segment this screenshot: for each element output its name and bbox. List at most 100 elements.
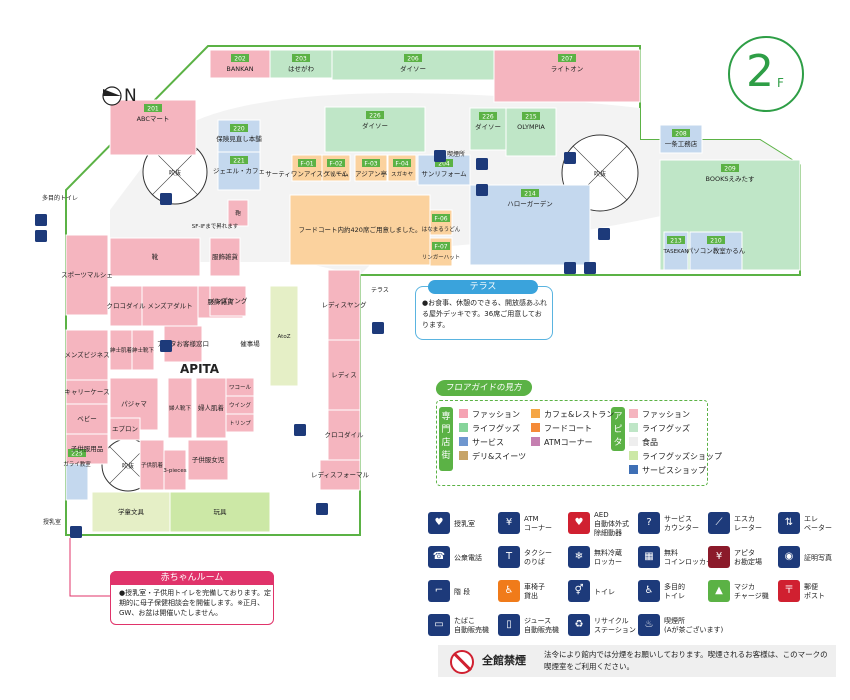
shop-block: [163, 449, 187, 491]
shop-number-badge: [721, 164, 739, 172]
toilet-icon: [476, 158, 488, 170]
locker-icon: [584, 262, 596, 274]
shop-number-badge: [393, 159, 411, 167]
shop-number-badge: [68, 449, 86, 457]
atrium-label: 吹抜: [169, 169, 181, 177]
shop-block: [231, 325, 269, 363]
atrium-label: 吹抜: [594, 170, 606, 178]
shop-name: ダイソー: [475, 122, 501, 131]
shop-number-badge: [327, 159, 345, 167]
shop-name: 一条工務店: [665, 139, 698, 148]
guide-item-label: サービスショップ: [642, 466, 706, 475]
taxi-icon: T: [498, 546, 520, 568]
shop-number: F-03: [364, 161, 377, 168]
area-name: 服飾雑貨: [208, 297, 235, 306]
shop-number-badge: [558, 54, 576, 62]
shop-block: [469, 184, 591, 266]
area-name: ウイング: [229, 401, 252, 409]
area-name: 学童文具: [118, 507, 145, 516]
guide-item-apita: 食品: [629, 437, 658, 448]
guide-item-specialty: カフェ&レストラン: [531, 409, 614, 420]
floor-number: 2: [746, 46, 774, 97]
shop-block: [225, 413, 255, 433]
area-name: 3-pieces: [163, 468, 186, 474]
guide-item-apita: ファッション: [629, 409, 690, 420]
shop-block: [167, 377, 193, 439]
facility-legend-label: 郵便 ポスト: [804, 583, 825, 600]
area-name: ベビー: [77, 414, 97, 423]
area-name: 子供服女児: [192, 455, 225, 464]
shop-number: 207: [561, 56, 573, 63]
shop-number: F-07: [434, 244, 447, 251]
guide-item-label: ATMコーナー: [544, 438, 593, 447]
apita-logo: APITA: [180, 362, 220, 376]
wheelchair-icon: [476, 184, 488, 196]
shop-number-badge: [522, 112, 540, 120]
shop-number-badge: [292, 54, 310, 62]
guide-item-label: カフェ&レストラン: [544, 410, 615, 419]
no-smoking-notice: 全館禁煙 法令により館内では分煙をお願いしております。喫煙されるお客様は、このマ…: [438, 645, 836, 677]
no-smoking-icon: [450, 650, 474, 674]
shop-number-badge: [298, 159, 316, 167]
toilet-icon: ⚥: [568, 580, 590, 602]
shop-block: [209, 237, 241, 277]
area-name: AtoZ: [278, 334, 291, 340]
area-name: 婦人靴下: [169, 404, 192, 412]
nursing-room-icon: [434, 150, 446, 162]
guide-item-label: 食品: [642, 438, 658, 447]
shop-number-badge: [435, 159, 453, 167]
escalator-icon: [564, 262, 576, 274]
facility-legend-label: ジュース 自動販売機: [524, 617, 559, 634]
area-name: トリンプ: [229, 420, 251, 427]
area-name: メンズビジネス: [64, 350, 109, 359]
floor-suffix: F: [777, 76, 784, 90]
guide-swatch: [531, 423, 540, 432]
facility-legend-label: 無料 コインロッカー: [664, 549, 713, 566]
postbox-icon: 〒: [778, 580, 800, 602]
area-name: ワコール: [229, 384, 252, 391]
shop-number: 210: [710, 238, 722, 245]
shop-number-badge: [521, 189, 539, 197]
guide-item-specialty: デリ&スイーツ: [459, 451, 526, 462]
aed-icon: ♥: [568, 512, 590, 534]
elevator-icon: ⇅: [778, 512, 800, 534]
shop-number-badge: [230, 156, 248, 164]
guide-swatch: [629, 437, 638, 446]
shop-number: 202: [234, 56, 246, 63]
guide-item-apita: サービスショップ: [629, 465, 706, 476]
shop-block: [109, 417, 141, 441]
floor-guide-body: 専門店街 アピタ ファッションカフェ&レストランライフグッズフードコートサービス…: [436, 400, 722, 486]
floor-guide: フロアガイドの見方 専門店街 アピタ ファッションカフェ&レストランライフグッズ…: [435, 380, 722, 486]
shop-name: TASEKAN: [662, 249, 688, 255]
shop-block: [227, 199, 249, 227]
shop-name: ライトオン: [551, 65, 584, 73]
terrace-title: テラス: [428, 280, 538, 294]
baby-room-pointer: [69, 538, 110, 597]
shop-name: ABCマート: [137, 115, 170, 123]
shop-block: [319, 459, 361, 491]
guide-item-label: ファッション: [472, 410, 520, 419]
multipurpose-toilet-icon: ♿: [638, 580, 660, 602]
area-name: レディスヤング: [321, 300, 367, 309]
shop-name: ダイソー: [400, 64, 426, 73]
shop-number-badge: [231, 54, 249, 62]
area-name: 子供肌着: [141, 461, 164, 469]
shop-number: 201: [147, 106, 159, 113]
shop-block: [65, 234, 109, 316]
shop-number: 213: [670, 238, 682, 245]
shop-number: F-01: [300, 161, 313, 168]
shop-number-badge: [362, 159, 380, 167]
guide-item-apita: ライフグッズ: [629, 423, 690, 434]
guide-item-label: ライフグッズ: [472, 424, 520, 433]
guide-swatch: [459, 409, 468, 418]
drink-vending-icon: ▯: [498, 614, 520, 636]
north-arrow-icon: [99, 86, 139, 106]
guide-item-specialty: ライフグッズ: [459, 423, 520, 434]
guide-swatch: [531, 437, 540, 446]
facility-legend-label: エスカ レーター: [734, 515, 762, 532]
facility-legend-label: 公衆電話: [454, 553, 482, 562]
cold-locker-icon: ❄: [568, 546, 590, 568]
area-name: スポーツマルシェ: [61, 271, 113, 279]
baby-room-info: 赤ちゃんルーム ●授乳室・子供用トイレを完備しております。定期的に母子保健相談会…: [110, 571, 274, 625]
shop-number: 203: [295, 56, 307, 63]
